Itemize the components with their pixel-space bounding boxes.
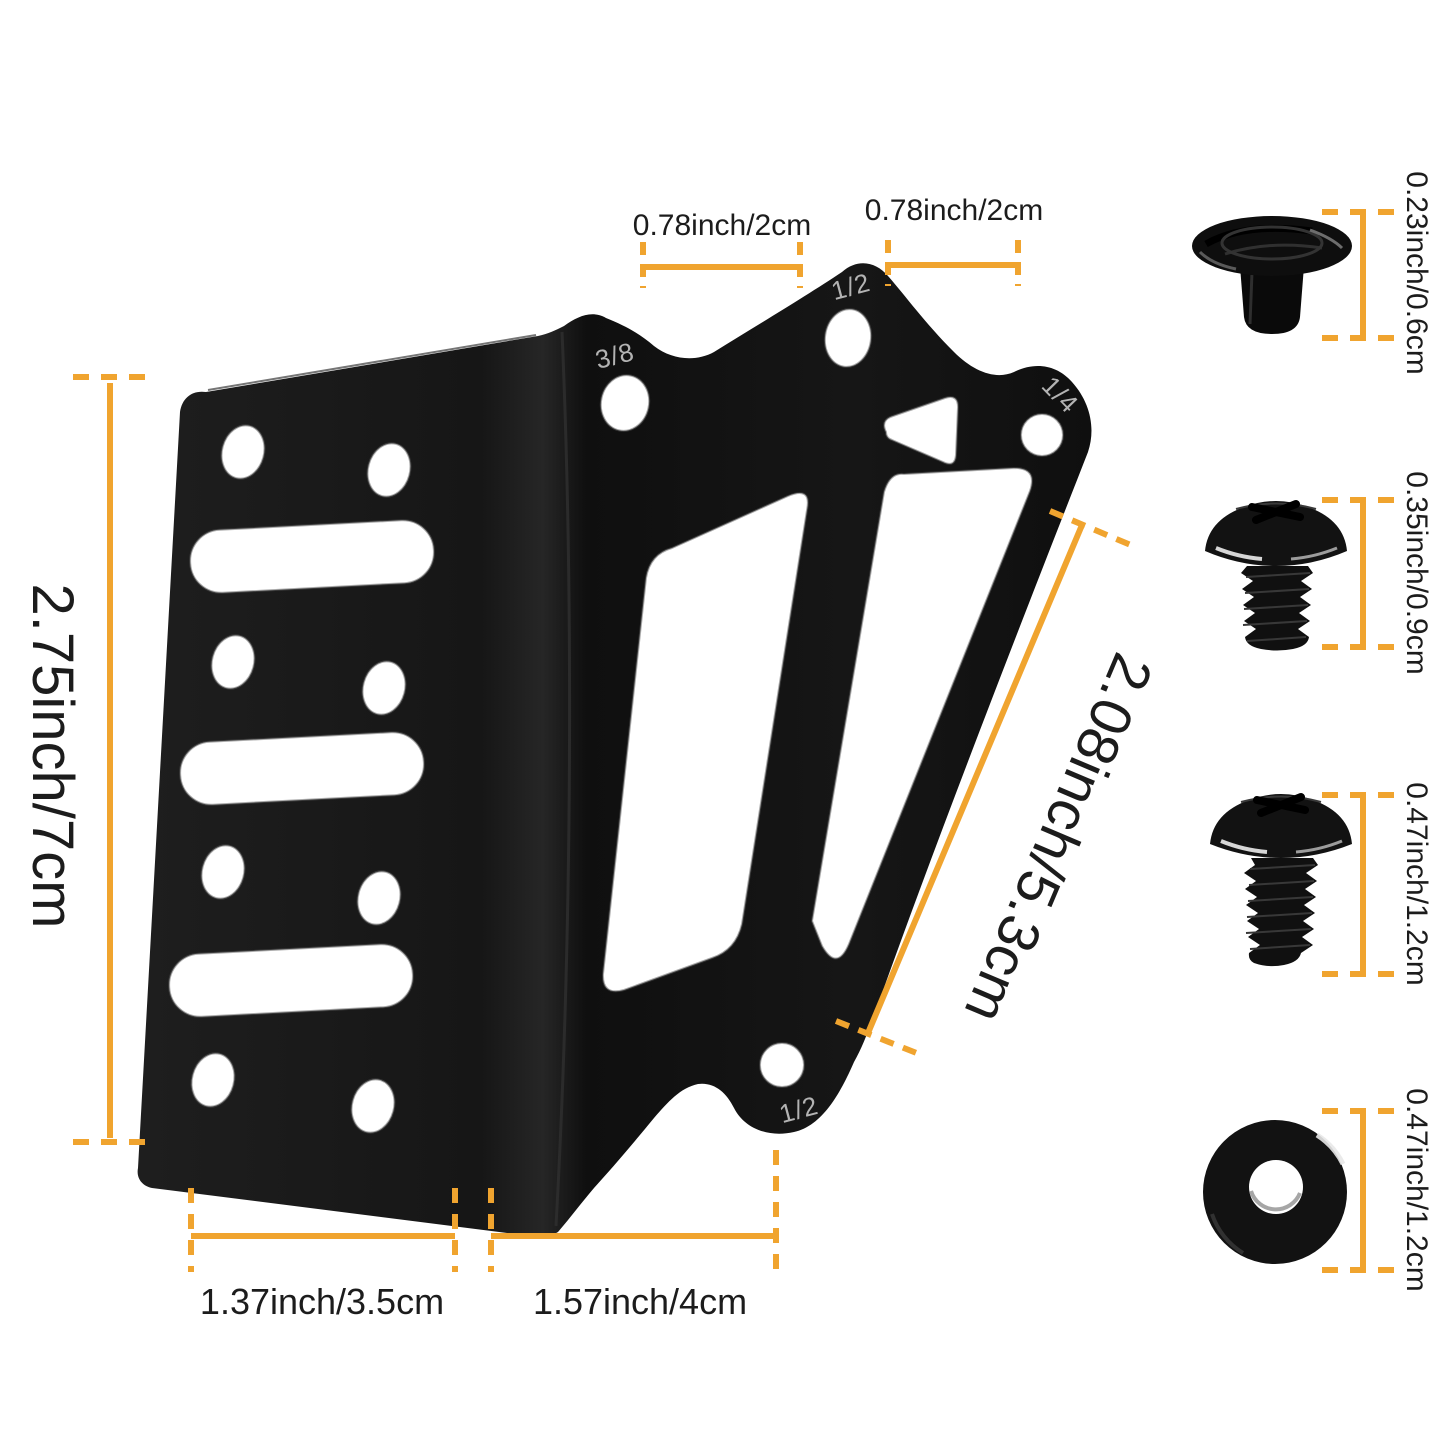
dim-bottom-right-label: 1.57inch/4cm (532, 1281, 748, 1322)
dim-top-left-lines (640, 242, 803, 288)
flange-cap-nut (1192, 216, 1352, 334)
dimension-lines (73, 209, 1402, 1273)
dim-bottom-left-lines (188, 1188, 458, 1272)
dim-long-screw-label: 0.47inch/1.2cm (1400, 782, 1433, 986)
dim-capnut-lines (1322, 209, 1402, 341)
dim-washer-label: 0.47inch/1.2cm (1400, 1088, 1433, 1292)
dim-capnut-label: 0.23inch/0.6cm (1400, 171, 1433, 375)
dim-washer-lines (1322, 1108, 1402, 1273)
dim-bottom-left-label: 1.37inch/3.5cm (199, 1281, 445, 1322)
dim-left-label: 2.75inch/7cm (20, 583, 85, 929)
short-truss-head-screw (1205, 500, 1347, 651)
bend-crease-line (554, 331, 572, 1227)
dim-top-right-label: 0.78inch/2cm (864, 194, 1044, 227)
flat-washer (1203, 1120, 1347, 1264)
dim-bottom-right-lines (488, 1150, 779, 1272)
left-plate-holes (168, 424, 435, 1134)
dim-long-screw-lines (1322, 792, 1402, 977)
dim-short-screw-label: 0.35inch/0.9cm (1400, 471, 1433, 675)
dim-diagonal-lines (834, 508, 1135, 1057)
dim-left-lines (73, 374, 152, 1145)
gusset-plate-cutouts (599, 308, 1064, 1088)
dim-short-screw-lines (1322, 497, 1402, 650)
dim-top-right-lines (885, 240, 1021, 286)
dim-top-left-label: 0.78inch/2cm (632, 209, 812, 242)
top-edge-bevel (207, 334, 537, 391)
long-truss-head-screw (1210, 793, 1352, 967)
